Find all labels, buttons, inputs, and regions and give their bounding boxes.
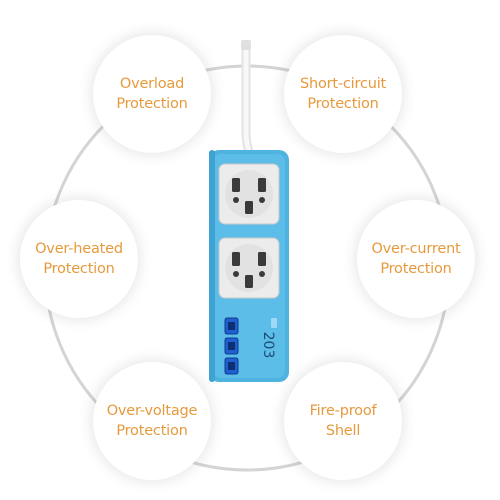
feature-line-1: Over-heated [35, 241, 123, 257]
feature-line-1: Over-current [371, 241, 461, 257]
feature-short-circuit-protection: Short-circuit Protection [284, 35, 402, 153]
ac-socket-1 [218, 163, 280, 225]
feature-over-heated-protection: Over-heated Protection [20, 200, 138, 318]
indicator-light [271, 318, 277, 328]
feature-line-2: Protection [307, 96, 379, 112]
cable-plug-end [241, 40, 251, 50]
ac-socket-2 [218, 237, 280, 299]
feature-fire-proof-shell: Fire-proof Shell [284, 362, 402, 480]
feature-line-1: Overload [119, 76, 185, 92]
feature-line-1: Over-voltage [106, 403, 198, 419]
feature-over-current-protection: Over-current Protection [357, 200, 475, 318]
feature-line-2: Protection [116, 423, 188, 439]
feature-line-2: Protection [380, 261, 452, 277]
feature-over-voltage-protection: Over-voltage Protection [93, 362, 211, 480]
feature-line-1: Short-circuit [299, 76, 387, 92]
model-label: 203 [260, 332, 276, 359]
feature-line-2: Protection [116, 96, 188, 112]
usb-ports [224, 317, 239, 375]
feature-overload-protection: Overload Protection [93, 35, 211, 153]
model-label-group: 203 [260, 332, 276, 359]
feature-line-2: Shell [325, 423, 361, 439]
feature-line-1: Fire-proof [309, 403, 377, 419]
feature-line-2: Protection [43, 261, 115, 277]
